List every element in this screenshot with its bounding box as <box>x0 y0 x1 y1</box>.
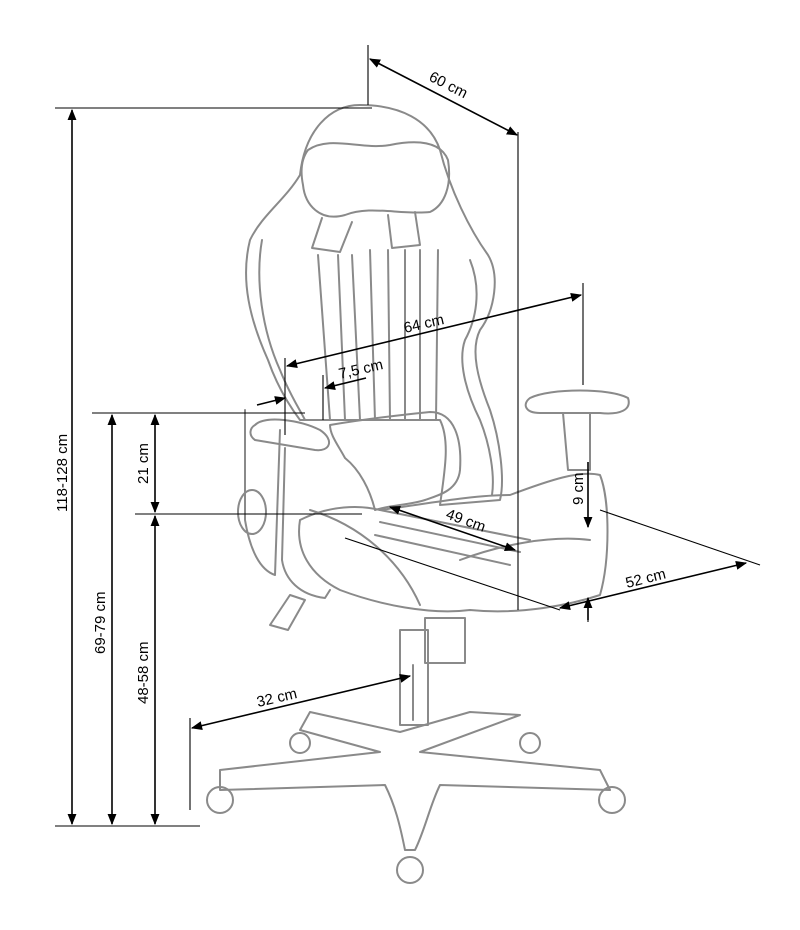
dimension-arrows <box>67 58 748 826</box>
headrest-strap-left <box>311 217 353 253</box>
armrest-left-post <box>281 447 331 599</box>
label-seat-height: 48-58 cm <box>135 641 152 704</box>
tilt-knob <box>269 594 306 631</box>
label-seat-depth: 49 cm <box>444 506 488 536</box>
label-height-total: 118-128 cm <box>54 434 71 512</box>
backrest-side-left <box>258 239 306 421</box>
chair-base <box>219 711 611 851</box>
side-lever-panel <box>244 409 281 576</box>
label-depth-total: 60 cm <box>426 68 470 102</box>
seat-front <box>459 537 591 561</box>
label-armrest-height: 69-79 cm <box>92 591 109 654</box>
armrest-left <box>249 418 330 452</box>
armrest-right-post <box>562 412 591 471</box>
armrest-right <box>524 389 630 415</box>
headrest-pillow <box>300 141 450 218</box>
seat-cushion <box>298 472 609 613</box>
extension-lines <box>55 45 761 827</box>
lumbar-pillow <box>329 411 462 511</box>
headrest-strap-right <box>387 211 421 249</box>
chair-outline <box>206 104 630 884</box>
label-armrest-above-seat: 21 cm <box>135 443 152 484</box>
dimension-labels: 60 cm 118-128 cm 69-79 cm 48-58 cm 21 cm… <box>54 68 668 710</box>
label-seat-cushion-height: 9 cm <box>570 472 587 505</box>
seat-side-left <box>309 509 421 606</box>
backrest-side-right <box>461 259 494 496</box>
